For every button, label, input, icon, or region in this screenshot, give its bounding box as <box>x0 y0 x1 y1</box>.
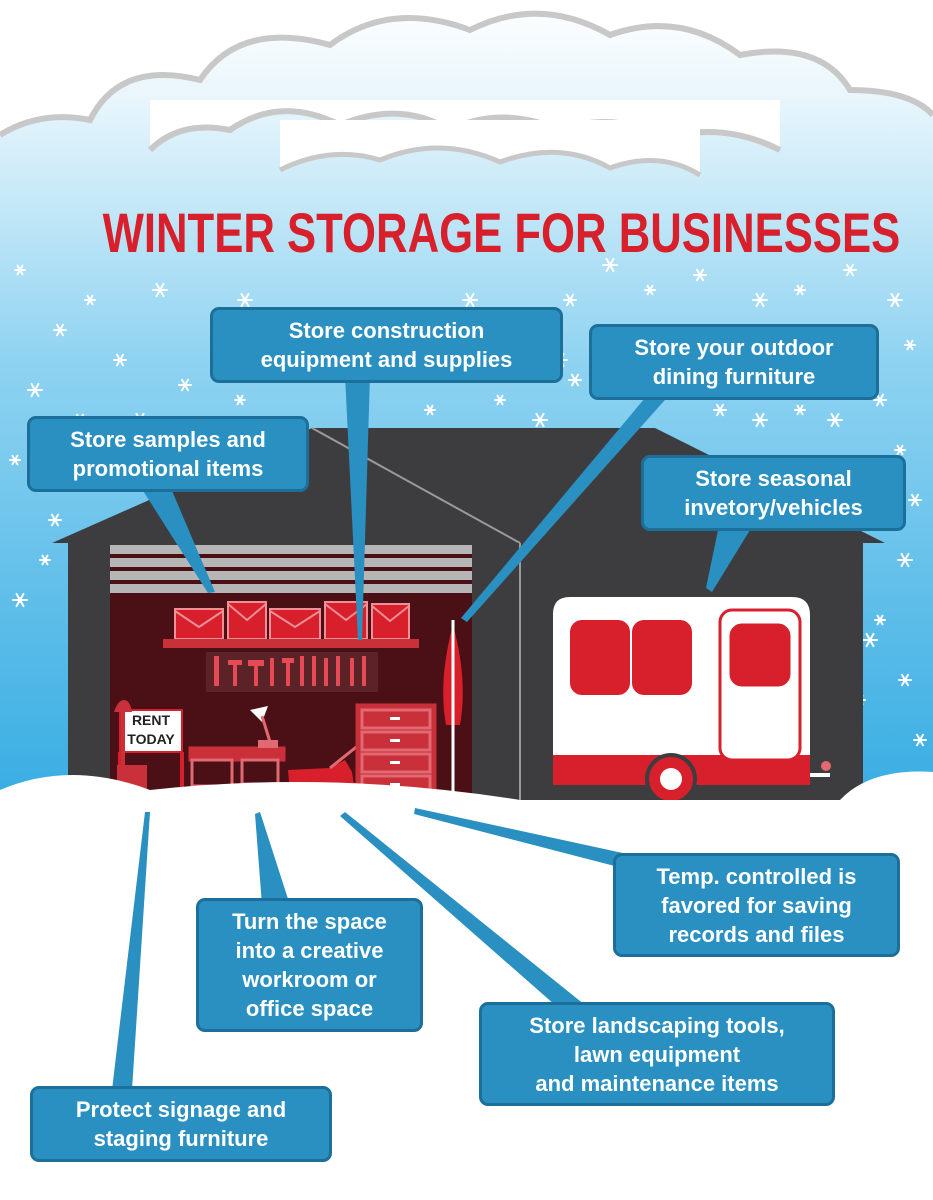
callout-landscaping: Store landscaping tools, lawn equipment … <box>479 1002 835 1106</box>
callout-construction: Store construction equipment and supplie… <box>210 307 563 383</box>
shelf-boxes <box>163 601 419 648</box>
snowflake-icon <box>693 268 707 282</box>
callout-line: staging furniture <box>93 1126 269 1151</box>
snowflake-icon <box>237 292 253 308</box>
cabinet-handles <box>390 717 400 786</box>
callout-line: into a creative <box>235 938 384 963</box>
callout-line: records and files <box>668 921 845 947</box>
snowflake-icon <box>794 284 806 296</box>
callout-line: equipment and supplies <box>260 347 513 372</box>
snowflake-icon <box>84 294 96 306</box>
callout-line: Protect signage and <box>75 1097 287 1122</box>
filing-cabinet <box>355 703 437 806</box>
snowflake-icon <box>12 592 28 608</box>
snowflake-icon <box>898 673 912 687</box>
callout-dining: Store your outdoor dining furniture <box>589 324 879 400</box>
callout-line: Store samples and <box>70 427 266 452</box>
callout-line: Temp. controlled is <box>656 863 857 889</box>
callout-line: Store construction <box>288 318 485 343</box>
callout-signage: Protect signage and staging furniture <box>30 1086 332 1162</box>
snowflake-icon <box>14 264 26 276</box>
snowflake-icon <box>178 378 192 392</box>
rent-sign-line2: TODAY <box>127 731 175 747</box>
snowflake-icon <box>532 412 548 428</box>
snowflake-icon <box>913 733 927 747</box>
snowflake-icon <box>602 257 618 273</box>
callout-workroom: Turn the space into a creative workroom … <box>196 898 423 1032</box>
lamp-icon <box>250 706 278 748</box>
snowflake-icon <box>48 513 62 527</box>
tool-rack-icon <box>206 652 378 692</box>
callout-line: promotional items <box>72 456 264 481</box>
snowflake-icon <box>794 404 806 416</box>
snowflake-icon <box>462 292 478 308</box>
snowflake-icon <box>494 394 506 406</box>
page-title: WINTER STORAGE FOR BUSINESSES <box>102 201 901 264</box>
garage-door <box>110 545 472 593</box>
callout-samples: Store samples and promotional items <box>27 416 309 492</box>
callout-line: invetory/vehicles <box>684 495 863 520</box>
snowflake-icon <box>827 412 843 428</box>
snowflake-icon <box>424 404 436 416</box>
snowflake-icon <box>713 403 727 417</box>
callout-pointers <box>112 375 750 1090</box>
snowflake-icon <box>904 339 916 351</box>
snowflake-icon <box>9 454 21 466</box>
callout-line: and maintenance items <box>535 1070 779 1096</box>
callout-records: Temp. controlled is favored for saving r… <box>613 853 900 957</box>
callout-line: dining furniture <box>652 364 816 389</box>
callout-line: Store your outdoor <box>634 335 834 360</box>
callout-line: Turn the space <box>232 909 387 934</box>
snowflake-icon <box>862 632 878 648</box>
snowflake-icon <box>894 444 906 456</box>
callout-line: office space <box>245 996 374 1021</box>
callout-line: Store landscaping tools, <box>529 1012 785 1038</box>
snowflake-icon <box>752 412 768 428</box>
snowflake-icon <box>897 552 913 568</box>
cloud-icon <box>0 0 933 178</box>
rent-sign-line1: RENT <box>131 712 171 728</box>
snowflake-icon <box>113 353 127 367</box>
snowflake-icon <box>873 393 887 407</box>
snowflake-icon <box>874 614 886 626</box>
snowflake-icon <box>563 293 577 307</box>
callout-line: workroom or <box>242 967 377 992</box>
snowflake-icon <box>152 282 168 298</box>
snowflake-icon <box>843 263 857 277</box>
snowflake-icon <box>234 394 246 406</box>
snowflake-icon <box>568 373 582 387</box>
snowflake-icon <box>39 554 51 566</box>
callout-seasonal: Store seasonal invetory/vehicles <box>641 455 906 531</box>
snowflake-icon <box>908 493 922 507</box>
snowflake-icon <box>644 284 656 296</box>
trailer-icon <box>553 597 831 805</box>
callout-line: favored for saving <box>661 892 852 918</box>
snowflake-icon <box>53 323 67 337</box>
callout-line: lawn equipment <box>573 1041 741 1067</box>
callout-line: Store seasonal <box>695 466 852 491</box>
snowflake-icon <box>27 382 43 398</box>
rent-sign-text: RENT TODAY <box>120 711 182 749</box>
snowflake-icon <box>752 292 768 308</box>
snowflake-icon <box>887 292 903 308</box>
